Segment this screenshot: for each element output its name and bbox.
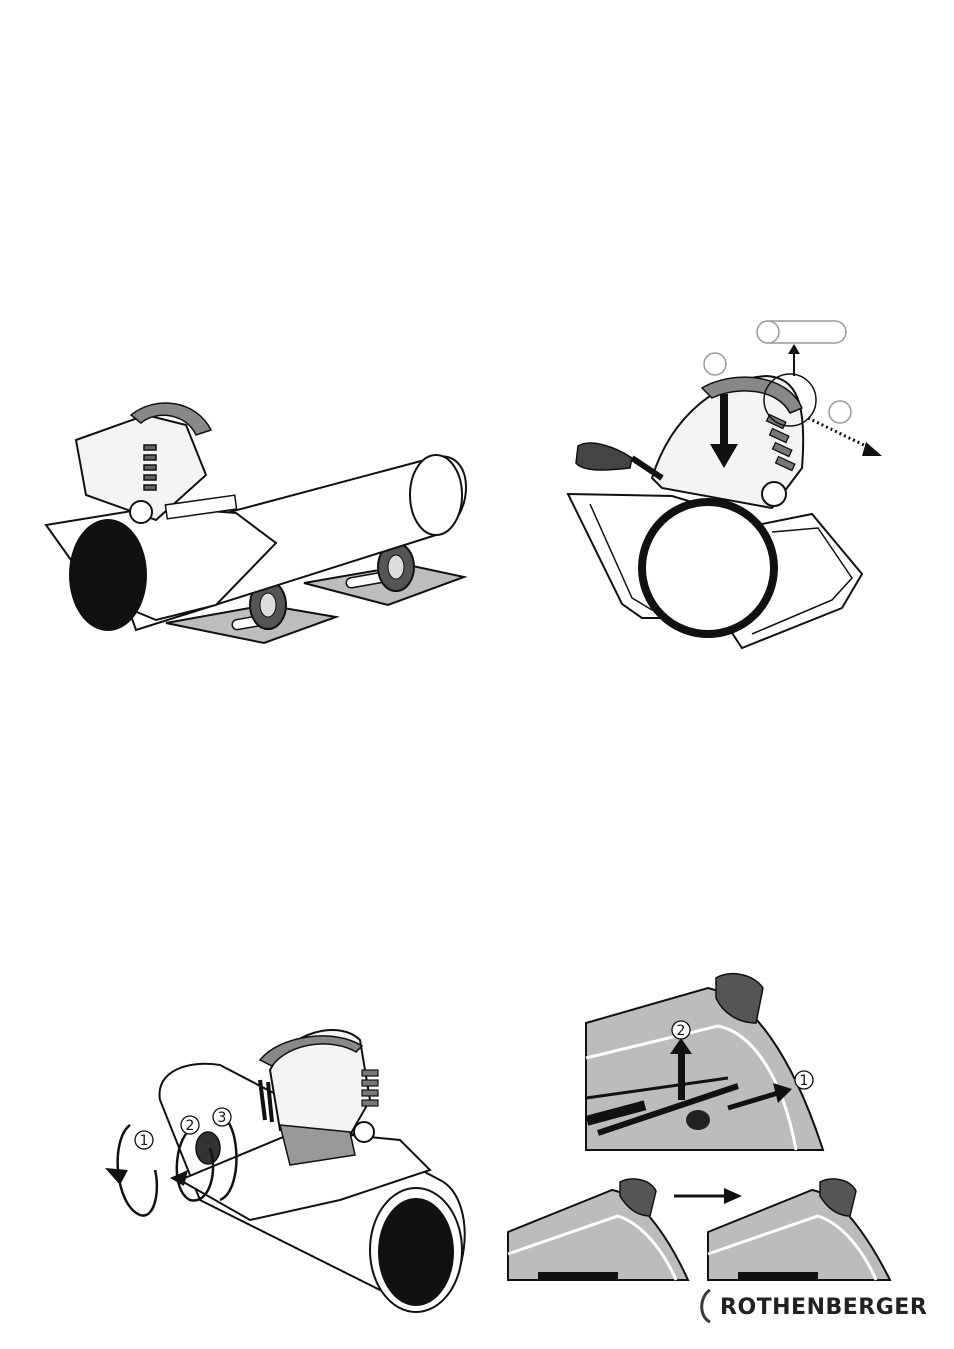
figure-before-after-sequence <box>508 1176 898 1280</box>
figure-detail-lift-slide: 2 1 <box>578 968 828 1153</box>
figure-locking-steps: 1 2 3 <box>100 1020 470 1310</box>
brand-name: ROTHENBERGER <box>720 1295 927 1320</box>
detail-label-2: 2 <box>677 1023 686 1039</box>
step-label-3: 3 <box>218 1110 227 1126</box>
figure-saw-lowering-side-view <box>562 318 892 658</box>
detail-label-1: 1 <box>800 1073 809 1089</box>
figure-machine-on-pipe-rollers <box>36 395 476 665</box>
step-label-2: 2 <box>186 1118 195 1134</box>
step-label-1: 1 <box>140 1133 149 1149</box>
brand-logo: ROTHENBERGER <box>696 1286 926 1326</box>
